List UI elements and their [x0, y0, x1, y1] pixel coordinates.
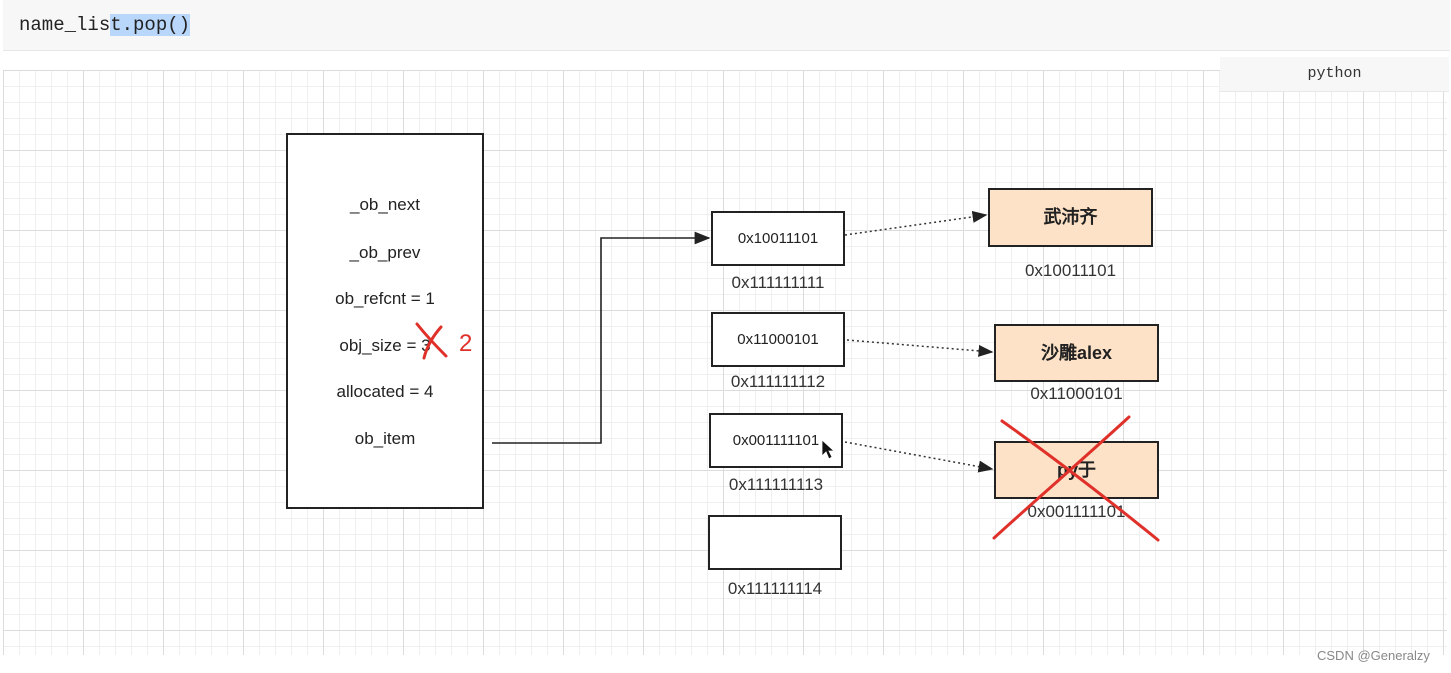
code-line[interactable]: name_list.pop()	[19, 10, 191, 40]
slot-1: 0x11000101	[711, 312, 845, 367]
code-plain: name_lis	[19, 14, 111, 36]
slot-2-reference-arrow	[844, 441, 994, 473]
field-allocated: allocated = 4	[336, 382, 434, 401]
field-ob-refcnt: ob_refcnt = 1	[335, 289, 435, 308]
slot-1-address: 0x111111112	[730, 372, 826, 391]
object-1-address: 0x11000101	[1030, 384, 1123, 403]
obj-size-correction: 2	[459, 330, 473, 357]
string-object-1: 沙雕alex	[994, 324, 1159, 382]
slot-0: 0x10011101	[711, 211, 845, 266]
code-selection: t.pop()	[110, 14, 191, 36]
field-ob-item: ob_item	[354, 429, 416, 448]
object-0-address: 0x10011101	[1024, 261, 1117, 280]
string-object-2-deleted: py于	[994, 441, 1159, 499]
mouse-cursor-icon	[821, 439, 836, 460]
object-2-address: 0x001111101	[1027, 502, 1126, 521]
obj-size-strike-mark	[415, 322, 448, 360]
watermark: CSDN @Generalzy	[1317, 648, 1430, 663]
slot-3-address: 0x111111114	[727, 579, 823, 598]
field-ob-next: _ob_next	[350, 195, 420, 214]
field-obj-size: obj_size = 3	[339, 336, 431, 355]
list-struct-box	[286, 133, 484, 509]
slot-3	[708, 515, 842, 570]
string-object-0: 武沛齐	[988, 188, 1153, 247]
slot-2: 0x001111101	[709, 413, 843, 468]
slot-0-reference-arrow	[844, 210, 988, 236]
field-ob-prev: _ob_prev	[349, 243, 421, 262]
language-label[interactable]: python	[1220, 57, 1449, 92]
slot-2-address: 0x111111113	[728, 475, 824, 494]
slot-1-reference-arrow	[846, 339, 994, 357]
ob-item-pointer-arrow	[492, 231, 711, 444]
slot-0-address: 0x111111111	[731, 273, 825, 292]
code-bar: name_list.pop()	[3, 0, 1450, 51]
deleted-object-cross	[992, 415, 1160, 542]
